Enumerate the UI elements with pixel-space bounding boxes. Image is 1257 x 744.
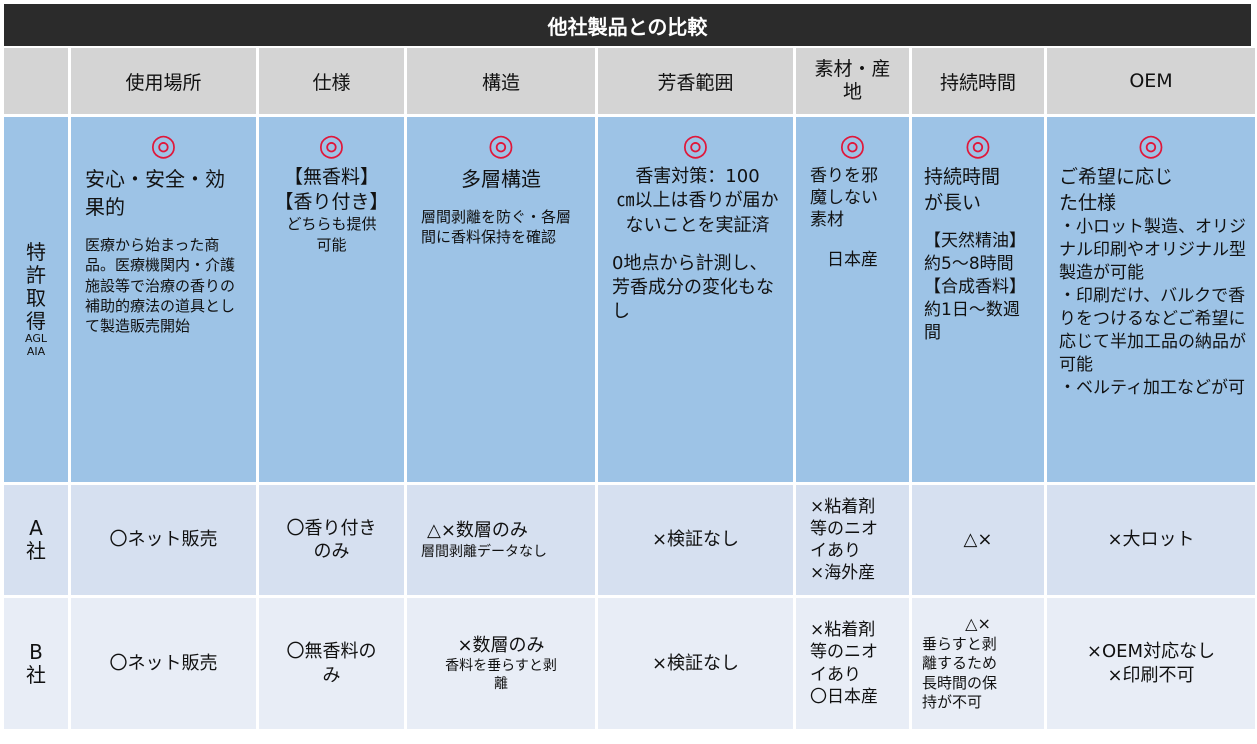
- header-row: 使用場所 仕様 構造 芳香範囲 素材・産地 持続時間 OEM: [4, 48, 1255, 114]
- cell-a-duration: △×: [912, 485, 1044, 595]
- cell-a-location: 〇ネット販売: [71, 485, 256, 595]
- header-duration: 持続時間: [912, 48, 1044, 114]
- row-label-patent: 特 許 取 得 AGL AIA: [4, 117, 68, 482]
- cell-patent-duration: ◎ 持続時間が長い 【天然精油】約5～8時間 【合成香料】約1日～数週間: [912, 117, 1044, 482]
- cell-a-oem: ×大ロット: [1047, 485, 1255, 595]
- cell-b-material: ×粘着剤 等のニオ イあり 〇日本産: [796, 598, 909, 729]
- patent-structure-detail: 層間剥離を防ぐ・各層間に香料保持を確認: [421, 208, 572, 247]
- row-label-patent-sub1: AGL: [25, 332, 47, 346]
- a-structure-sub: 層間剥離データなし: [421, 543, 547, 560]
- row-label-patent-text: 特 許 取 得: [26, 240, 46, 334]
- cell-b-spec: 〇無香料の み: [259, 598, 404, 729]
- patent-oem-main: ご希望に応じた仕様: [1059, 166, 1174, 214]
- page-title: 他社製品との比較: [4, 4, 1251, 46]
- double-circle-icon: ◎: [839, 128, 866, 163]
- table-row-company-a: A 社 〇ネット販売 〇香り付き のみ △×数層のみ 層間剥離データなし ×検証…: [4, 485, 1255, 595]
- table-row-company-b: B 社 〇ネット販売 〇無香料の み ×数層のみ 香料を垂らすと剥 離 ×検証な…: [4, 598, 1255, 729]
- cell-b-duration: △× 垂らすと剥 離するため 長時間の保 持が不可: [912, 598, 1044, 729]
- cell-a-structure: △×数層のみ 層間剥離データなし: [407, 485, 595, 595]
- patent-duration-main: 持続時間が長い: [924, 166, 1001, 214]
- patent-spec-detail: どちらも提供 可能: [286, 215, 377, 254]
- row-label-a: A 社: [4, 485, 68, 595]
- double-circle-icon: ◎: [150, 128, 177, 163]
- patent-structure-main: 多層構造: [461, 167, 541, 191]
- cell-patent-oem: ◎ ご希望に応じた仕様 ・小ロット製造、オリジナル印刷やオリジナル型製造が可能 …: [1047, 117, 1255, 482]
- cell-a-range: ×検証なし: [598, 485, 793, 595]
- header-location: 使用場所: [71, 48, 256, 114]
- patent-range-main: 香害対策：100 ㎝以上は香りが届かないことを実証済: [616, 166, 779, 236]
- patent-range-detail: 0地点から計測し、芳香成分の変化もなし: [612, 252, 774, 323]
- row-label-b: B 社: [4, 598, 68, 729]
- double-circle-icon: ◎: [1137, 128, 1165, 163]
- header-cell-empty: [4, 48, 68, 114]
- comparison-table: 使用場所 仕様 構造 芳香範囲 素材・産地 持続時間 OEM 特 許 取 得 A…: [1, 45, 1257, 732]
- b-structure-sub: 香料を垂らすと剥 離: [445, 658, 557, 693]
- header-spec: 仕様: [259, 48, 404, 114]
- b-duration-main: △×: [965, 614, 991, 634]
- patent-location-main: 安心・安全・効果的: [85, 167, 225, 219]
- patent-spec-main: 【無香料】 【香り付き】: [274, 166, 389, 213]
- cell-a-material: ×粘着剤 等のニオ イあり ×海外産: [796, 485, 909, 595]
- double-circle-icon: ◎: [964, 128, 992, 163]
- a-structure-main: △×数層のみ: [427, 520, 528, 542]
- header-material-label: 素材・産地: [814, 58, 891, 103]
- b-structure-main: ×数層のみ: [457, 634, 545, 656]
- double-circle-icon: ◎: [487, 128, 515, 163]
- cell-b-location: 〇ネット販売: [71, 598, 256, 729]
- header-material: 素材・産地: [796, 48, 909, 114]
- b-duration-sub: 垂らすと剥 離するため 長時間の保 持が不可: [922, 634, 998, 712]
- double-circle-icon: ◎: [318, 128, 345, 163]
- header-range: 芳香範囲: [598, 48, 793, 114]
- header-oem: OEM: [1047, 48, 1255, 114]
- header-structure: 構造: [407, 48, 595, 114]
- table-row-patent: 特 許 取 得 AGL AIA ◎ 安心・安全・効果的 医療から始まった商品。医…: [4, 117, 1255, 482]
- double-circle-icon: ◎: [682, 128, 709, 163]
- cell-b-structure: ×数層のみ 香料を垂らすと剥 離: [407, 598, 595, 729]
- cell-b-range: ×検証なし: [598, 598, 793, 729]
- cell-a-spec: 〇香り付き のみ: [259, 485, 404, 595]
- cell-patent-location: ◎ 安心・安全・効果的 医療から始まった商品。医療機関内・介護施設等で治療の香り…: [71, 117, 256, 482]
- cell-b-oem: ×OEM対応なし ×印刷不可: [1047, 598, 1255, 729]
- row-label-patent-sub2: AIA: [26, 344, 46, 358]
- patent-material-detail: 日本産: [827, 250, 878, 271]
- patent-oem-detail: ・小ロット製造、オリジナル印刷やオリジナル型製造が可能 ・印刷だけ、バルクで香り…: [1059, 217, 1246, 398]
- cell-patent-range: ◎ 香害対策：100 ㎝以上は香りが届かないことを実証済 0地点から計測し、芳香…: [598, 117, 793, 482]
- cell-patent-structure: ◎ 多層構造 層間剥離を防ぐ・各層間に香料保持を確認: [407, 117, 595, 482]
- patent-material-main: 香りを邪魔しない素材: [810, 166, 878, 231]
- cell-patent-spec: ◎ 【無香料】 【香り付き】 どちらも提供 可能: [259, 117, 404, 482]
- patent-duration-detail: 【天然精油】約5～8時間 【合成香料】約1日～数週間: [924, 231, 1026, 344]
- patent-location-detail: 医療から始まった商品。医療機関内・介護施設等で治療の香りの補助的療法の道具として…: [85, 236, 236, 335]
- cell-patent-material: ◎ 香りを邪魔しない素材 日本産: [796, 117, 909, 482]
